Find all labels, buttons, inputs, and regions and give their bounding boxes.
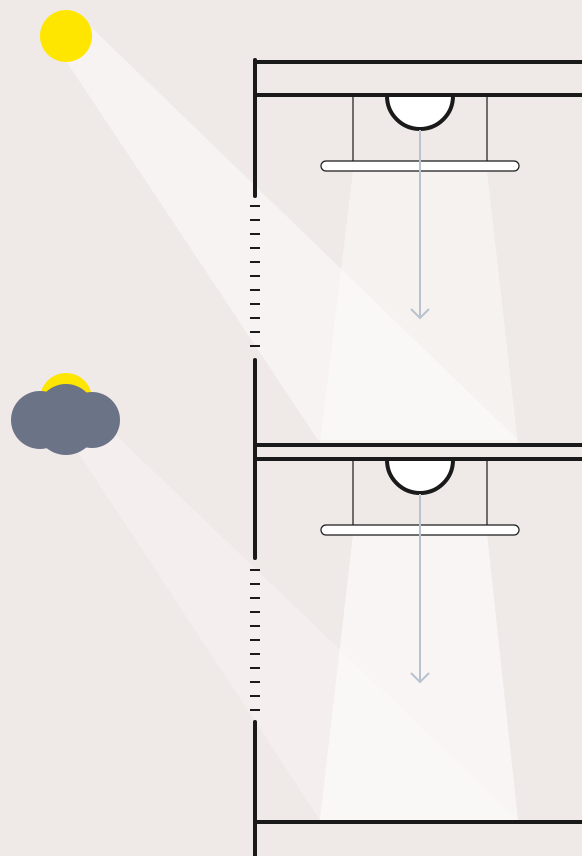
panel-cloudy (11, 373, 582, 856)
cloud-icon (11, 384, 120, 455)
sun-icon (40, 10, 92, 62)
sun-behind-cloud-icon (11, 373, 120, 455)
panel-sunny (40, 10, 582, 460)
ceiling-lamp-dome (385, 459, 455, 495)
window-blinds (250, 569, 260, 711)
ceiling-lamp-dome (385, 95, 455, 131)
arrow-down-icon (410, 672, 430, 684)
window-blinds (250, 205, 260, 347)
sunlight-beam (52, 26, 518, 440)
arrow-down-icon (410, 308, 430, 320)
